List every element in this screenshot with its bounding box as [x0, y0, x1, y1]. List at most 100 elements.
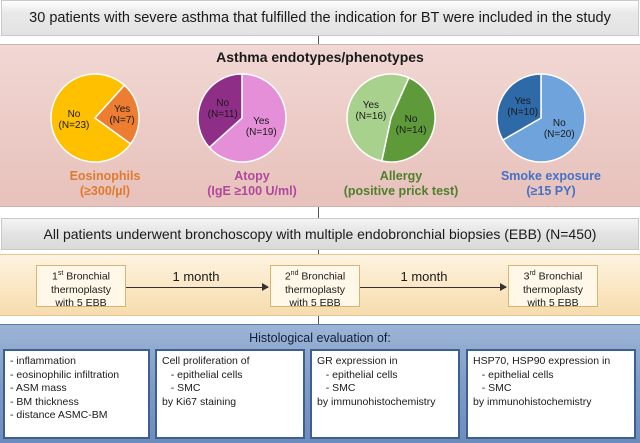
slice-count: (N=23): [58, 120, 90, 132]
step-line: 1st Bronchial: [37, 267, 125, 284]
pie-chart: [496, 73, 586, 163]
pie-slice-no: [501, 73, 586, 163]
phenotype-name: Smoke exposure: [500, 169, 602, 183]
pie-slice-label: No(N=23): [54, 109, 94, 131]
step-line: 2nd Bronchial: [271, 267, 359, 284]
connector-line: [318, 207, 319, 218]
pie-slice-yes: [346, 73, 410, 162]
pie-slice-yes: [93, 84, 140, 145]
phenotype-label: Allergy (positive prick test): [316, 169, 486, 199]
pie-allergy: Allergy (positive prick test) Yes(N=16)N…: [336, 63, 466, 208]
histology-line: HSP70, HSP90 expression in: [473, 355, 611, 367]
slice-count: (N=11): [207, 109, 238, 121]
phenotype-criterion: (positive prick test): [343, 184, 459, 198]
pie-slice-label: Yes(N=7): [102, 104, 142, 126]
pie-chart: [346, 73, 436, 163]
step-title: Bronchial: [535, 270, 583, 283]
pie-chart: [197, 73, 287, 163]
thermoplasty-step-1: 1st Bronchial thermoplasty with 5 EBB: [36, 265, 126, 309]
slice-count: (N=7): [109, 115, 135, 127]
step-ordinal: 2: [284, 270, 291, 283]
phenotype-criterion: (≥15 PY): [526, 184, 576, 198]
connector-line: [318, 250, 319, 254]
pie-chart: [50, 73, 140, 163]
pie-slice-label: Yes(N=10): [503, 96, 543, 118]
histology-line: - SMC: [317, 382, 356, 394]
step-line: thermoplasty: [284, 283, 346, 296]
slice-category: No: [552, 117, 566, 129]
phenotype-criterion: (≥300/µl): [79, 184, 131, 198]
thermoplasty-timeline: 1st Bronchial thermoplasty with 5 EBB 1 …: [0, 254, 640, 316]
step-line: 3rd Bronchial: [509, 267, 597, 284]
slice-count: (N=19): [245, 126, 277, 138]
pie-slice-no: [50, 73, 132, 163]
histology-line: - inflammation: [10, 355, 76, 367]
histology-box-proliferation: Cell proliferation of - epithelial cells…: [155, 349, 305, 439]
phenotype-criterion: (IgE ≥100 U/ml): [207, 184, 297, 198]
pie-slice-label: No(N=14): [391, 114, 431, 136]
pie-slice-label: No(N=11): [203, 98, 243, 120]
bronchoscopy-text: All patients underwent bronchoscopy with…: [43, 226, 597, 242]
histology-line: - epithelial cells: [317, 368, 398, 381]
pie-eosinophils: Eosinophils (≥300/µl) No(N=23) Yes(N=7): [40, 63, 170, 208]
slice-count: (N=20): [543, 128, 575, 140]
histology-line: - SMC: [162, 382, 201, 394]
slice-category: Yes: [113, 104, 131, 116]
connector-line: [318, 316, 319, 324]
step-title: Bronchial: [63, 270, 110, 283]
histology-box-morphology: - inflammation - eosinophilic infiltrati…: [3, 349, 150, 439]
pie-slice-yes: [208, 73, 287, 163]
histology-box-hsp-expression: HSP70, HSP90 expression in - epithelial …: [466, 349, 636, 439]
slice-category: Yes: [362, 100, 380, 112]
slice-category: No: [67, 109, 81, 121]
pie-slice-label: Yes(N=19): [241, 116, 281, 138]
slice-category: Yes: [253, 115, 270, 127]
histology-line: - epithelial cells: [473, 368, 554, 381]
histology-line: - SMC: [473, 382, 512, 394]
histology-line: - distance ASMC-BM: [10, 409, 108, 421]
step-ordinal-suffix: rd: [529, 270, 536, 277]
step-ordinal: 1: [52, 270, 58, 283]
histology-line: by Ki67 staining: [162, 395, 237, 408]
histology-line: - epithelial cells: [162, 368, 243, 381]
histology-line: Cell proliferation of: [162, 355, 250, 367]
histology-line: - eosinophilic infiltration: [10, 368, 120, 381]
slice-category: No: [404, 113, 418, 125]
histology-panel: Histological evaluation of: - inflammati…: [0, 324, 640, 443]
phenotype-name: Atopy: [234, 169, 270, 183]
pie-slice-yes: [496, 73, 542, 142]
phenotypes-panel: Asthma endotypes/phenotypes Eosinophils …: [0, 44, 640, 207]
pie-slice-label: No(N=20): [539, 118, 579, 140]
pie-slice-label: Yes(N=16): [351, 100, 391, 122]
histology-line: GR expression in: [317, 355, 398, 367]
histology-box-gr-expression: GR expression in - epithelial cells - SM…: [310, 349, 460, 439]
connector-line: [318, 36, 319, 44]
pie-atopy: Atopy (IgE ≥100 U/ml) Yes(N=19)No(N=11): [187, 63, 317, 208]
histology-line: - BM thickness: [10, 395, 79, 408]
arrow-right-icon: [126, 283, 269, 291]
pie-smoke-exposure: Smoke exposure (≥15 PY) No(N=20)Yes(N=10…: [486, 63, 616, 208]
bronchoscopy-banner: All patients underwent bronchoscopy with…: [1, 218, 639, 250]
pie-slice-no: [380, 76, 436, 163]
slice-category: Yes: [514, 96, 531, 108]
slice-count: (N=16): [355, 111, 387, 123]
phenotypes-title: Asthma endotypes/phenotypes: [216, 49, 424, 65]
histology-line: - ASM mass: [10, 382, 67, 394]
arrow-right-icon: [360, 283, 507, 291]
slice-count: (N=10): [507, 107, 539, 119]
step-line: thermoplasty: [522, 283, 584, 296]
study-inclusion-text: 30 patients with severe asthma that fulf…: [29, 10, 611, 26]
slice-category: No: [216, 98, 230, 110]
interval-label: 1 month: [172, 269, 220, 284]
phenotype-name: Eosinophils: [69, 169, 141, 183]
phenotype-name: Allergy: [379, 169, 423, 183]
phenotype-label: Atopy (IgE ≥100 U/ml): [167, 169, 337, 199]
step-line: with 5 EBB: [527, 296, 579, 309]
thermoplasty-step-2: 2nd Bronchial thermoplasty with 5 EBB: [270, 265, 360, 309]
histology-line: by immunohistochemistry: [317, 395, 436, 408]
histology-title: Histological evaluation of:: [249, 331, 391, 345]
step-ordinal: 3: [523, 270, 530, 283]
step-ordinal-suffix: st: [57, 270, 64, 277]
interval-label: 1 month: [400, 269, 448, 284]
thermoplasty-step-3: 3rd Bronchial thermoplasty with 5 EBB: [508, 265, 598, 309]
